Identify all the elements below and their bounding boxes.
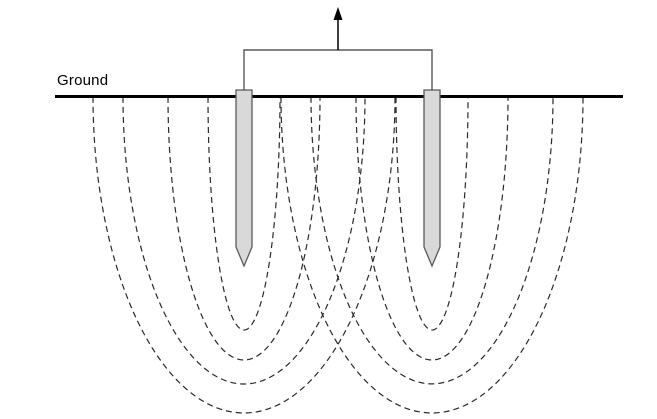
equipotential-line	[355, 96, 509, 361]
connecting-wire	[243, 49, 433, 90]
equipotential-line	[280, 96, 584, 414]
right-electrode	[423, 89, 441, 268]
equipotential-line	[92, 96, 396, 414]
ground-label: Ground	[57, 72, 109, 89]
equipotential-line	[207, 96, 281, 331]
left-electrode	[235, 89, 253, 268]
equipotential-line	[167, 96, 321, 361]
equipotential-line	[122, 96, 366, 385]
equipotential-line	[310, 96, 554, 385]
current-arrow-head-icon	[333, 7, 343, 20]
equipotential-line	[395, 96, 469, 331]
